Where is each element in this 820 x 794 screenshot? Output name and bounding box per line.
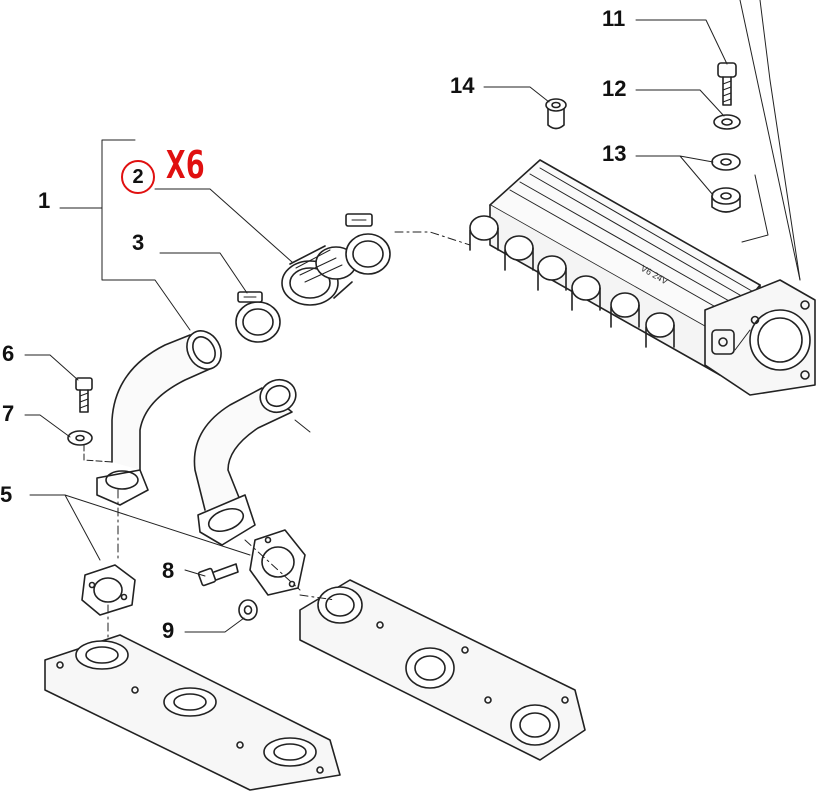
- callout-2-circled: 2: [121, 160, 155, 194]
- washer-part-9: [238, 599, 258, 621]
- intake-manifold: V6 24V: [469, 159, 816, 396]
- callout-3: 3: [132, 230, 145, 255]
- callout-9: 9: [162, 618, 175, 643]
- quantity-multiplier: X6: [166, 143, 205, 187]
- lower-manifold-left: [44, 634, 341, 791]
- lower-manifold-right: [299, 579, 586, 761]
- bent-pipe-right: [193, 378, 297, 546]
- gasket-part-5-left: [81, 564, 136, 616]
- gasket-part-5-right: [249, 529, 306, 596]
- callout-5: 5: [0, 482, 13, 507]
- callout-14: 14: [450, 73, 475, 98]
- callout-6: 6: [2, 341, 15, 366]
- callout-8: 8: [162, 558, 175, 583]
- washer-part-12: [713, 114, 741, 130]
- hose-clamp-part-3-left: [235, 291, 281, 343]
- callout-12: 12: [602, 76, 627, 101]
- callout-13: 13: [602, 141, 627, 166]
- callout-2: 2: [132, 165, 144, 188]
- bolt-part-11: [717, 62, 737, 106]
- intake-runner-stubs: [469, 215, 675, 348]
- bolt-part-6: [75, 377, 93, 413]
- rubber-bushing-part-13: [711, 153, 741, 213]
- callout-1: 1: [38, 188, 51, 213]
- bent-pipe-left: [96, 330, 222, 506]
- washer-part-7: [67, 430, 93, 446]
- hose-clamp-part-3-right: [345, 213, 391, 275]
- cap-part-14: [545, 98, 567, 130]
- callout-11: 11: [602, 6, 626, 31]
- callout-7: 7: [2, 401, 15, 426]
- hose-part-2: [281, 245, 357, 306]
- bolt-part-8: [197, 563, 239, 587]
